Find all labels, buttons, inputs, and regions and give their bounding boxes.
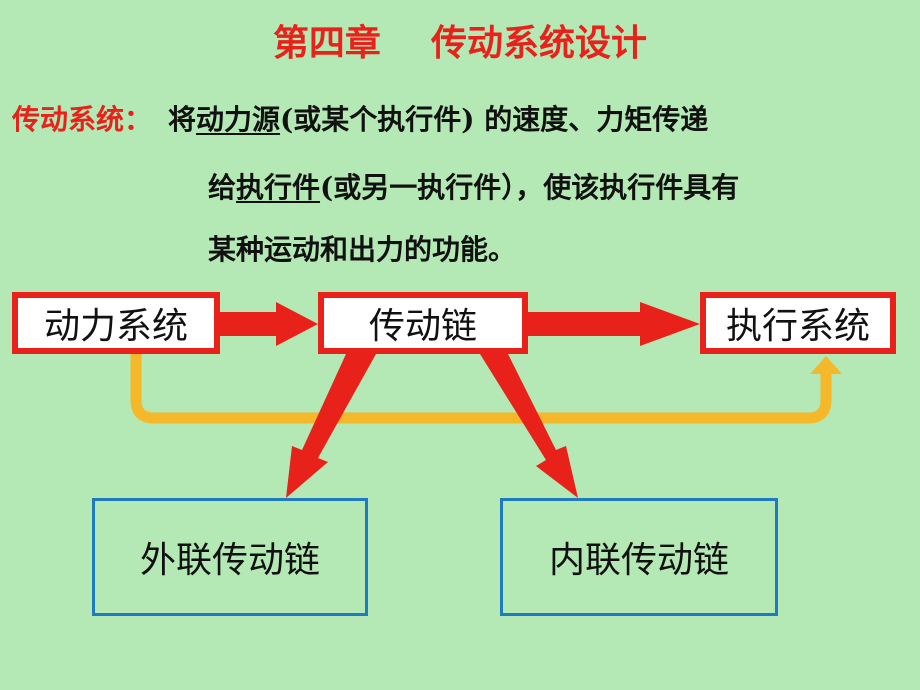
executive-part-term: 执行件 bbox=[236, 171, 321, 204]
arrow-chain-to-exec bbox=[528, 302, 700, 346]
external-chain-box: 外联传动链 bbox=[92, 498, 368, 616]
executive-system-box: 执行系统 bbox=[700, 292, 896, 354]
definition-line-2: 给执行件(或另一执行件），使该执行件具有 bbox=[208, 166, 739, 206]
definition-label: 传动系统： bbox=[12, 103, 153, 136]
internal-chain-box: 内联传动链 bbox=[500, 498, 778, 616]
definition-text-post: (或某个执行件) 的速度、力矩传递 bbox=[280, 103, 709, 136]
definition-line-3: 某种运动和出力的功能。 bbox=[208, 233, 517, 266]
arrow-to-external bbox=[286, 354, 376, 498]
definition-text-post: (或另一执行件），使该执行件具有 bbox=[320, 171, 740, 204]
arrow-to-internal bbox=[480, 354, 578, 498]
feedback-arrow bbox=[130, 350, 832, 424]
page-title: 第四章 传动系统设计 bbox=[272, 22, 648, 64]
definition-line-1: 传动系统： 将动力源(或某个执行件) 的速度、力矩传递 bbox=[12, 98, 708, 138]
power-system-box: 动力系统 bbox=[12, 292, 220, 354]
power-source-term: 动力源 bbox=[196, 103, 281, 136]
definition-text-pre: 给 bbox=[208, 171, 237, 204]
definition-text-pre: 将 bbox=[168, 103, 197, 136]
arrow-power-to-chain bbox=[218, 302, 318, 346]
feedback-arrowhead bbox=[810, 356, 842, 374]
transmission-chain-box: 传动链 bbox=[318, 292, 528, 354]
